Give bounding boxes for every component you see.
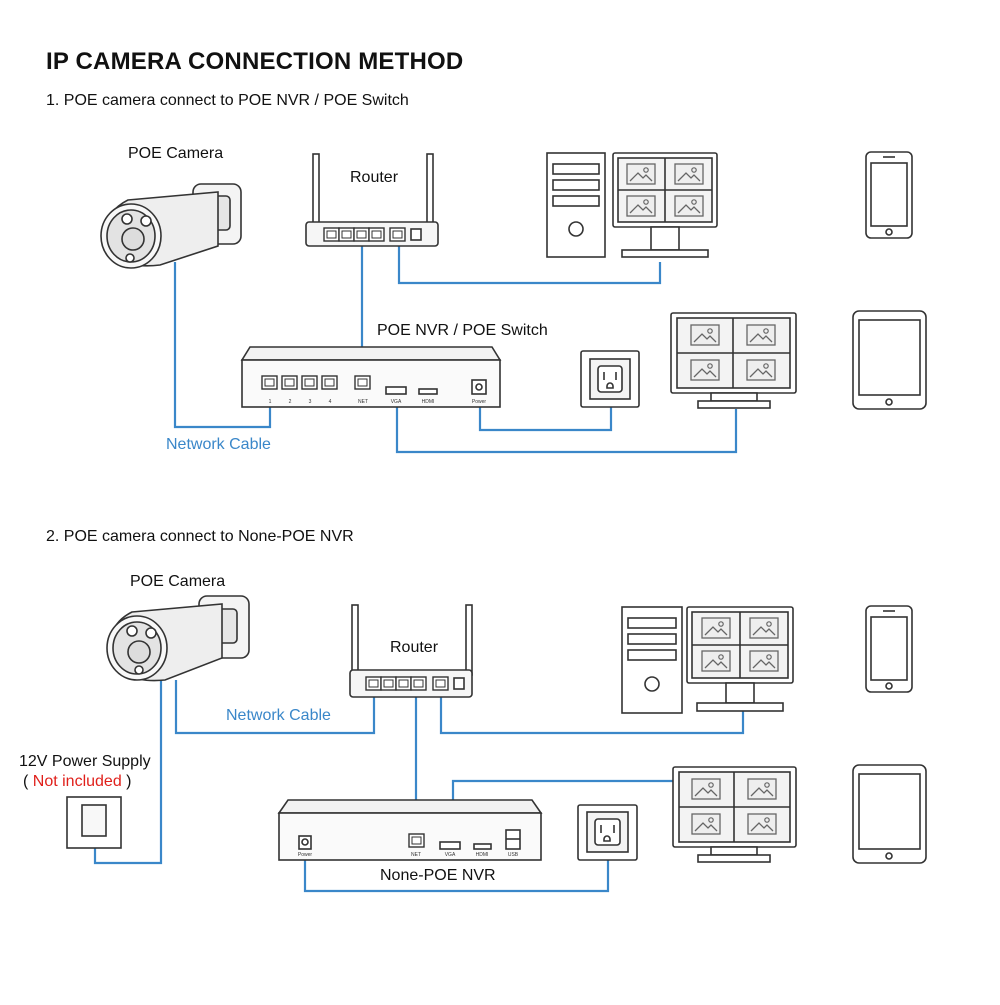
poe-nvr-switch bbox=[240, 346, 502, 408]
cables-section-1 bbox=[173, 238, 738, 454]
tablet-1 bbox=[852, 310, 927, 410]
nvr1-port-4: 4 bbox=[329, 399, 332, 405]
power-supply-12v bbox=[66, 796, 122, 849]
section-1-heading: 1. POE camera connect to POE NVR / POE S… bbox=[46, 92, 409, 109]
nvr1-port-1: 1 bbox=[269, 399, 272, 405]
nvr2-port-usb: USB bbox=[508, 852, 519, 858]
nvr1-port-hdmi: HDMI bbox=[422, 399, 435, 405]
cable-camera-to-power-supply bbox=[93, 680, 163, 865]
nvr1-port-vga: VGA bbox=[391, 399, 402, 405]
nvr2-port-power: Power bbox=[298, 852, 313, 858]
nvr2-port-net: NET bbox=[411, 852, 421, 858]
not-included-text: Not included bbox=[32, 773, 122, 790]
cable-router-to-pc bbox=[397, 238, 662, 285]
poe-camera-1 bbox=[100, 183, 242, 269]
cable-camera-to-router bbox=[174, 680, 376, 735]
cable-nvr-vga-to-monitor bbox=[395, 398, 738, 454]
nvr1-port-3: 3 bbox=[309, 399, 312, 405]
nvr1-port-labels: 1 2 3 4 NET VGA HDMI Power bbox=[269, 399, 487, 405]
section-2-router-label: Router bbox=[390, 639, 439, 656]
smartphone-1 bbox=[865, 151, 913, 239]
nvr2-port-hdmi: HDMI bbox=[476, 852, 489, 858]
power-outlet-2 bbox=[577, 804, 638, 861]
nvr2-port-vga: VGA bbox=[445, 852, 456, 858]
none-poe-nvr bbox=[277, 799, 543, 861]
section-2-nvr-label: None-POE NVR bbox=[380, 867, 496, 884]
nvr1-port-power: Power bbox=[472, 399, 487, 405]
cable-nvr-power-to-outlet bbox=[478, 398, 613, 432]
nvr1-port-2: 2 bbox=[289, 399, 292, 405]
smartphone-2 bbox=[865, 605, 913, 693]
section-1-router-label: Router bbox=[350, 169, 399, 186]
desktop-pc-2 bbox=[621, 606, 794, 714]
section-1-nvr-label: POE NVR / POE Switch bbox=[377, 322, 548, 339]
poe-camera-2 bbox=[106, 595, 250, 682]
tablet-2 bbox=[852, 764, 927, 864]
note-close-paren: ) bbox=[121, 773, 132, 790]
power-supply-note: ( Not included ) bbox=[23, 773, 132, 791]
desktop-pc-1 bbox=[546, 152, 718, 258]
monitor-1 bbox=[670, 312, 797, 409]
monitor-2 bbox=[672, 766, 797, 863]
nvr2-port-labels: Power NET VGA HDMI USB bbox=[298, 852, 519, 858]
power-supply-label: 12V Power Supply bbox=[19, 753, 151, 770]
section-2-cable-label: Network Cable bbox=[226, 707, 331, 724]
nvr1-port-net: NET bbox=[358, 399, 368, 405]
router-1 bbox=[305, 153, 439, 247]
cable-camera-to-nvr bbox=[173, 262, 272, 429]
power-outlet-1 bbox=[580, 350, 640, 408]
note-open-paren: ( bbox=[23, 773, 33, 790]
section-1-cable-label: Network Cable bbox=[166, 436, 271, 453]
cable-nvr-power-to-outlet bbox=[303, 855, 610, 893]
section-2-heading: 2. POE camera connect to None-POE NVR bbox=[46, 528, 354, 545]
cable-router-to-pc bbox=[439, 692, 745, 735]
section-2-camera-label: POE Camera bbox=[130, 573, 226, 590]
page-title: IP CAMERA CONNECTION METHOD bbox=[46, 48, 464, 75]
router-2 bbox=[349, 604, 473, 698]
section-1-camera-label: POE Camera bbox=[128, 145, 224, 162]
